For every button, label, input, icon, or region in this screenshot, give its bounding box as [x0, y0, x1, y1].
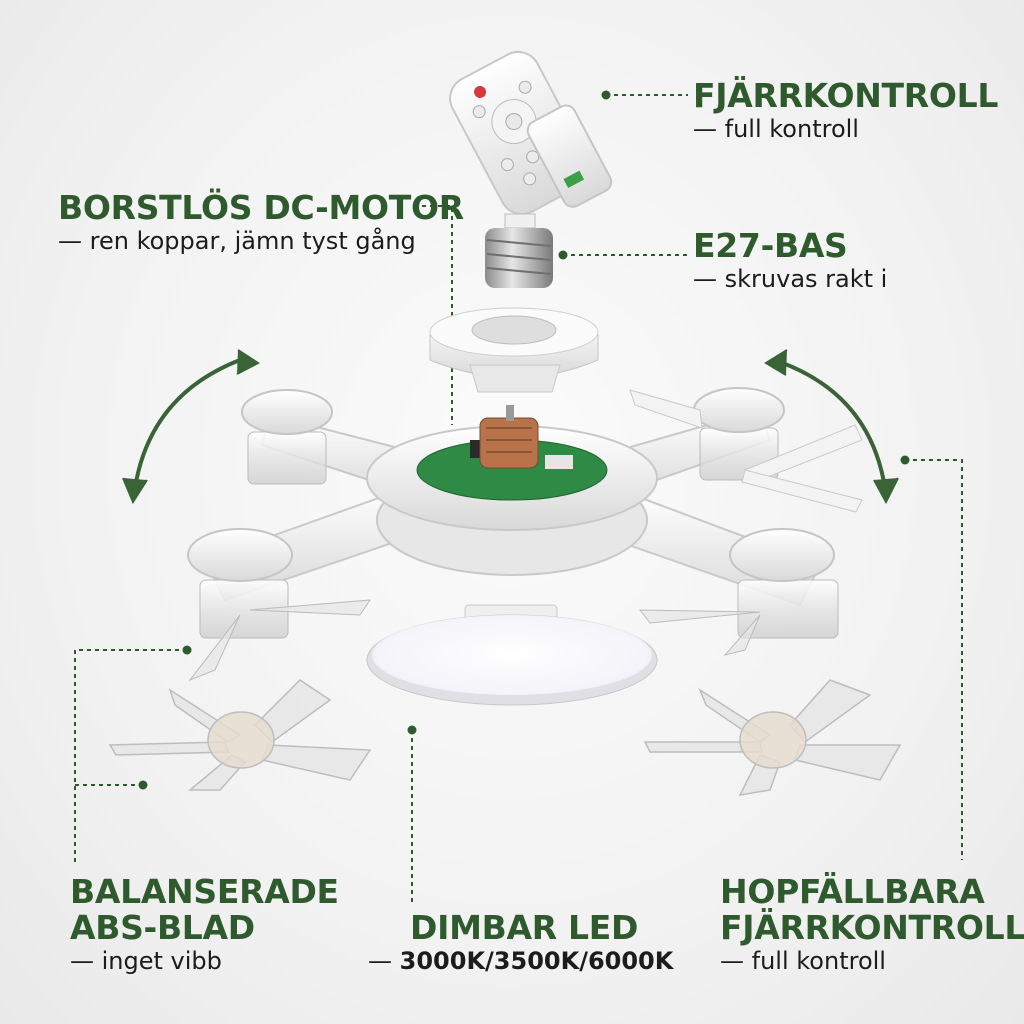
- callout-blades: BALANSERADE ABS-BLAD — inget vibb: [70, 874, 339, 976]
- callout-remote-title: FJÄRRKONTROLL: [693, 76, 999, 115]
- leader-foldable: [905, 459, 963, 860]
- loose-blades-left: [108, 679, 372, 791]
- callout-motor: BORSTLÖS DC-MOTOR — ren koppar, jämn tys…: [58, 190, 464, 256]
- callout-blades-title-1: BALANSERADE: [70, 872, 339, 911]
- callout-motor-title: BORSTLÖS DC-MOTOR: [58, 188, 464, 227]
- rotate-arrow-left-icon: [122, 349, 260, 505]
- loose-blades-right: [643, 679, 902, 796]
- callout-led-title: DIMBAR LED: [410, 908, 639, 947]
- callout-led: DIMBAR LED — 3000K/3500K/6000K: [368, 910, 673, 976]
- callout-foldable: HOPFÄLLBARA FJÄRRKONTROLL — full kontrol…: [720, 874, 1024, 976]
- fan-head-top-right: [629, 387, 863, 513]
- callout-base-sub: — skruvas rakt i: [693, 265, 888, 293]
- leader-blades: [74, 649, 187, 865]
- motor-housing: [366, 405, 658, 576]
- callout-remote: FJÄRRKONTROLL — full kontroll: [693, 78, 998, 144]
- callout-remote-sub: — full kontroll: [693, 115, 859, 143]
- callout-foldable-title-2: FJÄRRKONTROLL: [720, 908, 1024, 947]
- e27-base: [485, 213, 553, 288]
- fan-head-bottom-left: [187, 528, 371, 682]
- callout-base: E27-BAS — skruvas rakt i: [693, 228, 887, 294]
- callout-led-sub: — 3000K/3500K/6000K: [368, 946, 673, 976]
- callout-base-title: E27-BAS: [693, 226, 848, 265]
- callout-blades-title-2: ABS-BLAD: [70, 908, 255, 947]
- callout-led-sub-value: 3000K/3500K/6000K: [399, 947, 674, 975]
- leader-dots: [138, 90, 910, 790]
- rotate-arrow-right-icon: [764, 349, 899, 505]
- callout-motor-sub: — ren koppar, jämn tyst gång: [58, 227, 416, 255]
- remote-battery-cover: [526, 104, 613, 208]
- mounting-adapter: [429, 307, 599, 393]
- callout-foldable-sub: — full kontroll: [720, 947, 886, 975]
- led-panel: [366, 604, 658, 706]
- fan-head-top-left: [241, 389, 333, 485]
- callout-foldable-title-1: HOPFÄLLBARA: [720, 872, 985, 911]
- callout-led-sub-prefix: —: [368, 947, 400, 975]
- callout-blades-sub: — inget vibb: [70, 947, 222, 975]
- fan-head-bottom-right: [638, 528, 839, 656]
